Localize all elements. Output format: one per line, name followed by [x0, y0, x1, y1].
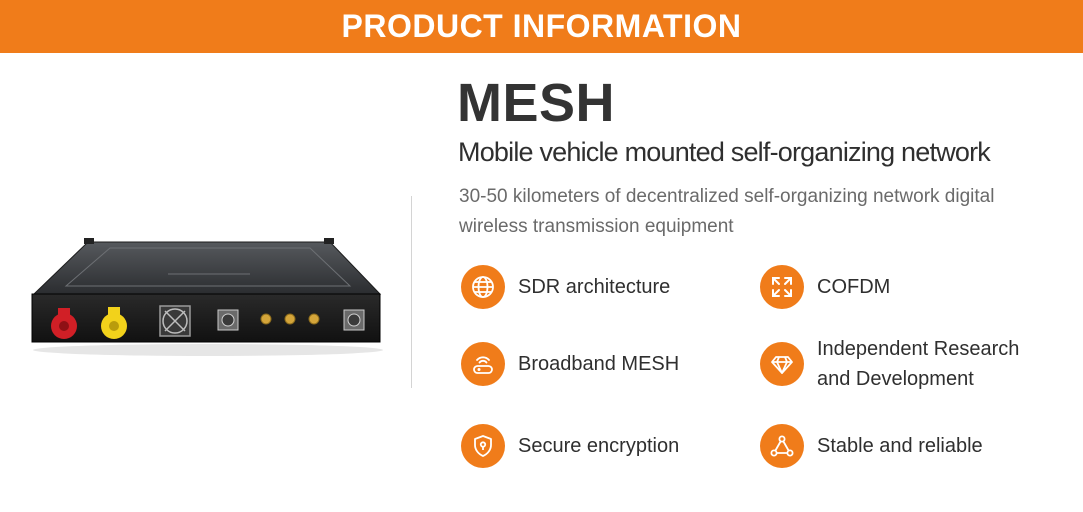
feature-label: Secure encryption: [518, 435, 680, 457]
globe-icon: [461, 265, 505, 309]
feature-independent-rd: Independent Research and Development: [760, 334, 1047, 394]
feature-secure-encryption: Secure encryption: [461, 424, 679, 468]
diamond-icon: [760, 342, 804, 386]
feature-label: Stable and reliable: [817, 435, 983, 457]
header-title: PRODUCT INFORMATION: [341, 8, 742, 44]
expand-arrows-icon: [760, 265, 804, 309]
product-title: MESH: [457, 73, 616, 133]
feature-label: SDR architecture: [518, 276, 671, 298]
router-wifi-icon: [461, 342, 505, 386]
vertical-divider: [411, 196, 412, 388]
shield-icon: [461, 424, 505, 468]
product-subtitle: Mobile vehicle mounted self-organizing n…: [458, 137, 991, 167]
triangle-nodes-icon: [760, 424, 804, 468]
product-image: [18, 150, 398, 415]
feature-label: Independent Research and Development: [817, 338, 1020, 390]
feature-cofdm: COFDM: [760, 265, 890, 309]
header-banner: PRODUCT INFORMATION: [0, 0, 1083, 53]
feature-broadband-mesh: Broadband MESH: [461, 342, 679, 386]
feature-sdr-architecture: SDR architecture: [461, 265, 670, 309]
feature-label: COFDM: [817, 276, 891, 298]
product-description: 30-50 kilometers of decentralized self-o…: [459, 186, 995, 237]
feature-stable-reliable: Stable and reliable: [760, 424, 983, 468]
feature-label: Broadband MESH: [518, 353, 680, 375]
